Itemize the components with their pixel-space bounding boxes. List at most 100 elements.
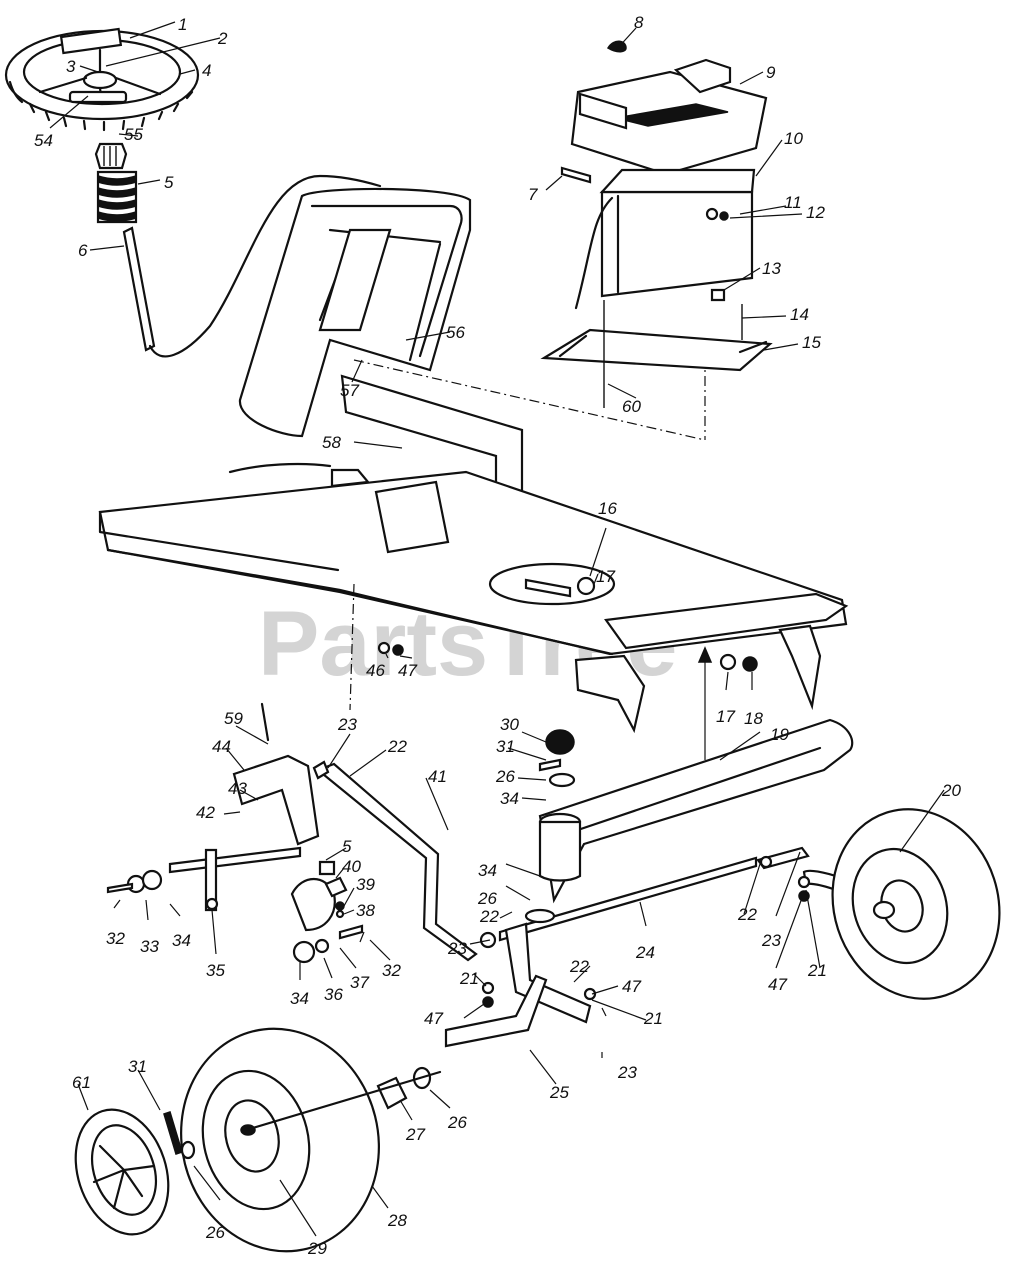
callout: 26 <box>447 1113 467 1132</box>
battery-tray <box>540 300 773 408</box>
callout: 23 <box>761 931 781 950</box>
seat-panel <box>238 187 472 438</box>
callout: 56 <box>446 323 465 342</box>
hub-washer <box>180 1140 196 1160</box>
callout: 54 <box>34 131 53 150</box>
callout: 20 <box>941 781 961 800</box>
callout: 39 <box>356 875 375 894</box>
callout: 21 <box>807 961 827 980</box>
callout: 24 <box>635 943 655 962</box>
callout: 32 <box>382 961 401 980</box>
callout: 1 <box>178 15 187 34</box>
callout: 3 <box>66 57 76 76</box>
callout: 35 <box>206 961 225 980</box>
callout: 12 <box>806 203 825 222</box>
callout: 26 <box>477 889 497 908</box>
callout: 13 <box>762 259 781 278</box>
steering-adapter <box>94 142 128 170</box>
callout: 5 <box>342 837 352 856</box>
callout: 47 <box>622 977 641 996</box>
callout: 31 <box>496 737 515 756</box>
callout: 21 <box>643 1009 663 1028</box>
steering-column-bracket <box>232 702 320 846</box>
callout: 60 <box>622 397 641 416</box>
callout: 32 <box>106 929 125 948</box>
callout: 19 <box>770 725 789 744</box>
callout: 25 <box>549 1083 569 1102</box>
axle-cap <box>538 729 576 788</box>
callout: 27 <box>405 1125 425 1144</box>
left-wheel <box>180 1027 442 1253</box>
callout: 9 <box>766 63 776 82</box>
callout: 23 <box>617 1063 637 1082</box>
steering-spring <box>96 170 138 224</box>
callout: 34 <box>172 931 191 950</box>
callout: 30 <box>500 715 519 734</box>
callout: 58 <box>322 433 341 452</box>
callout: 2 <box>217 29 228 48</box>
callout: 42 <box>196 803 215 822</box>
tie-rod <box>498 846 810 942</box>
callout: 47 <box>424 1009 443 1028</box>
callout: 44 <box>212 737 231 756</box>
callout: 37 <box>350 973 369 992</box>
rear-bolts <box>719 653 758 672</box>
callout: 11 <box>784 193 802 212</box>
main-frame <box>98 462 848 656</box>
rear-bracket <box>574 592 849 734</box>
left-spindle <box>444 908 592 1048</box>
callout: 22 <box>569 957 589 976</box>
callout: 43 <box>228 779 247 798</box>
battery-cover <box>570 58 768 176</box>
frame-nut <box>377 641 404 656</box>
front-left-bushing-set <box>106 869 163 894</box>
callout: 17 <box>596 567 615 586</box>
callout: 26 <box>495 767 515 786</box>
frame-bolt <box>524 576 596 598</box>
callout: 7 <box>528 185 538 204</box>
callout: 4 <box>202 61 211 80</box>
callout: 22 <box>387 737 407 756</box>
callout: 23 <box>447 939 467 958</box>
callout-numbers: 1 2 3 4 54 55 5 6 8 9 10 7 11 12 13 14 1… <box>34 13 961 1258</box>
callout: 33 <box>140 937 159 956</box>
battery-bolts <box>560 166 729 302</box>
callout: 23 <box>337 715 357 734</box>
steering-wheel <box>4 27 200 132</box>
callout: 57 <box>340 381 359 400</box>
callout: 8 <box>634 13 644 32</box>
steering-shaft <box>122 174 382 358</box>
right-wheel <box>831 808 1001 1000</box>
spindle-hardware <box>479 931 597 1008</box>
callout: 59 <box>224 709 243 728</box>
callout: 36 <box>324 985 343 1004</box>
callout: 22 <box>737 905 757 924</box>
hub-cap <box>74 1108 170 1236</box>
callout: 26 <box>205 1223 225 1242</box>
callout: 22 <box>479 907 499 926</box>
callout: 46 <box>366 661 385 680</box>
callout: 28 <box>387 1211 407 1230</box>
callout: 14 <box>790 305 809 324</box>
callout: 21 <box>459 969 479 988</box>
callout: 38 <box>356 901 375 920</box>
callout: 10 <box>784 129 803 148</box>
callout: 40 <box>342 857 361 876</box>
callout: 17 <box>716 707 735 726</box>
callout: 31 <box>128 1057 147 1076</box>
callout: 41 <box>428 767 447 786</box>
callout: 6 <box>78 241 88 260</box>
callout: 55 <box>124 125 143 144</box>
callout: 34 <box>500 789 519 808</box>
gear-parts <box>318 860 364 940</box>
callout: 61 <box>72 1073 91 1092</box>
sector-gear <box>290 878 336 964</box>
pivot-shaft <box>168 846 302 912</box>
callout: 34 <box>290 989 309 1008</box>
callout: 5 <box>164 173 174 192</box>
callout: 34 <box>478 861 497 880</box>
callout: 16 <box>598 499 617 518</box>
drag-link <box>312 760 478 962</box>
callout: 15 <box>802 333 821 352</box>
